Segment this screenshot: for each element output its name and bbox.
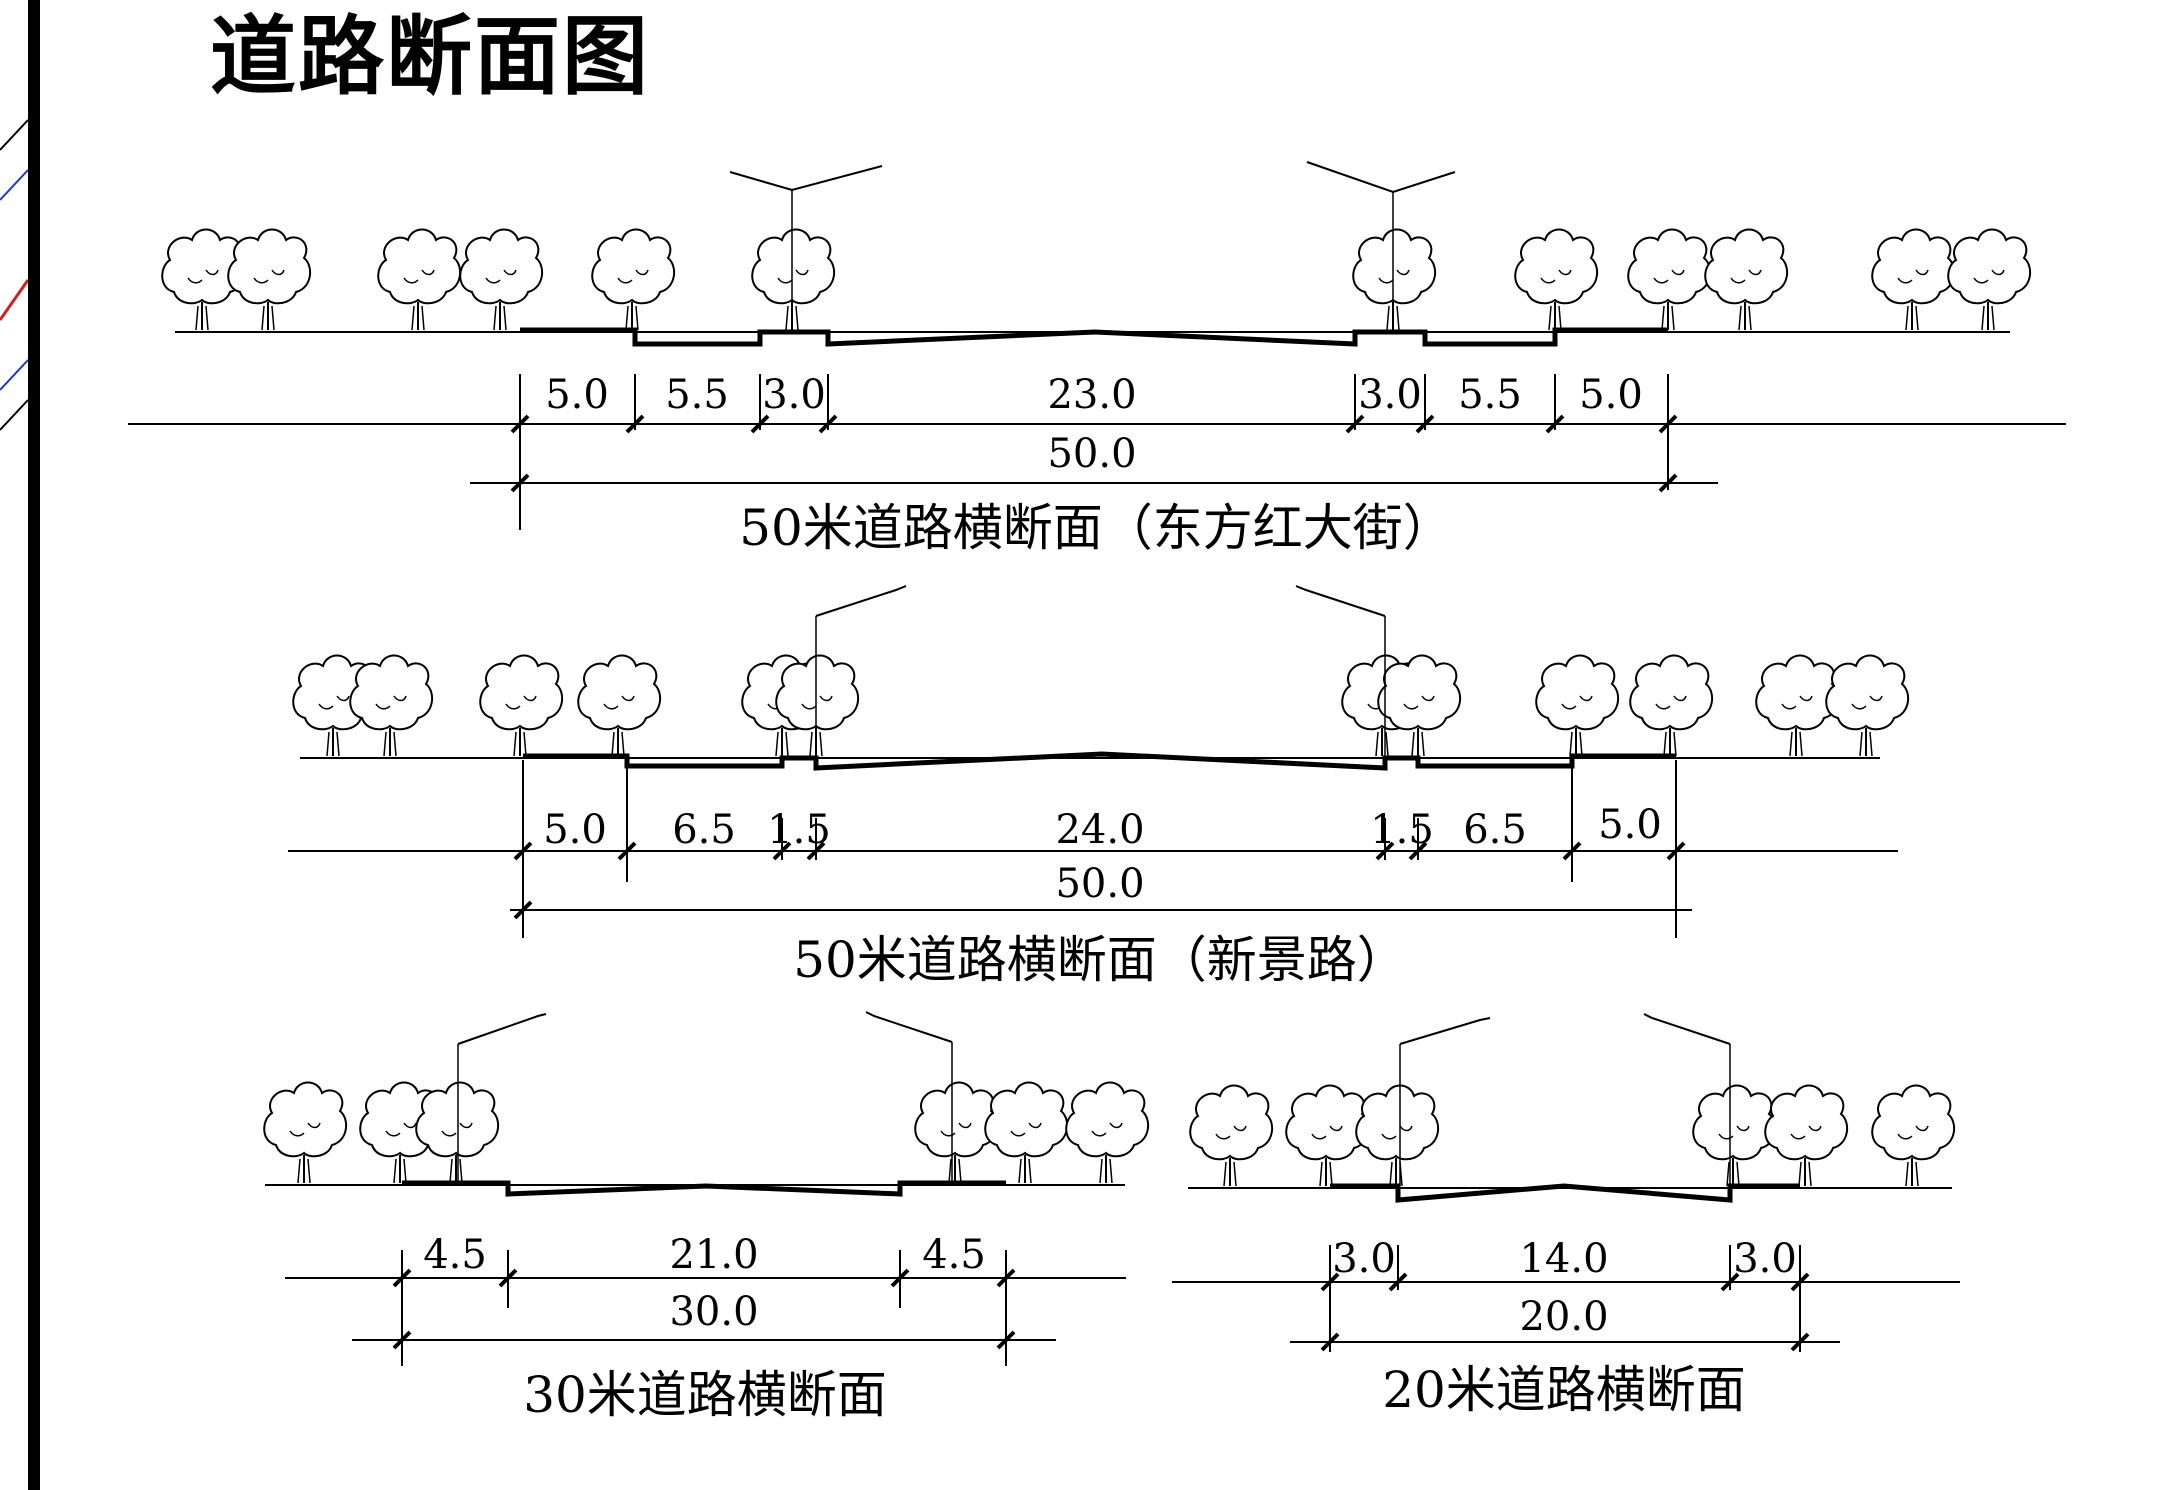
s2-seg-7: 5.0 bbox=[1598, 802, 1662, 848]
s4-seg-3: 3.0 bbox=[1733, 1236, 1797, 1282]
s2-seg-1: 5.0 bbox=[543, 807, 607, 853]
s1-total: 50.0 bbox=[1047, 431, 1136, 477]
page-title: 道路断面图 bbox=[210, 7, 650, 107]
s2-seg-4: 24.0 bbox=[1055, 807, 1144, 853]
s4-seg-1: 3.0 bbox=[1332, 1236, 1396, 1282]
s3-total: 30.0 bbox=[669, 1289, 758, 1335]
s2-seg-2: 6.5 bbox=[672, 807, 736, 853]
s1-seg-6: 5.5 bbox=[1458, 372, 1522, 418]
section-4: 3.0 14.0 3.0 20.0 20米道路横断面 bbox=[1172, 1013, 1960, 1419]
s3-caption: 30米道路横断面 bbox=[523, 1366, 887, 1424]
section-3: 4.5 21.0 4.5 30.0 30米道路横断面 bbox=[263, 1011, 1150, 1424]
s2-total: 50.0 bbox=[1055, 861, 1144, 907]
s1-seg-1: 5.0 bbox=[545, 372, 609, 418]
s3-seg-1: 4.5 bbox=[423, 1232, 487, 1278]
s1-seg-3: 3.0 bbox=[762, 372, 826, 418]
s1-seg-5: 3.0 bbox=[1358, 372, 1422, 418]
s1-seg-4: 23.0 bbox=[1047, 372, 1136, 418]
s2-seg-5: 1.5 bbox=[1370, 807, 1434, 853]
s2-seg-3: 1.5 bbox=[767, 807, 831, 853]
sheet-border bbox=[28, 0, 40, 1490]
s4-caption: 20米道路横断面 bbox=[1382, 1361, 1746, 1419]
s2-caption: 50米道路横断面（新景路） bbox=[793, 931, 1407, 989]
s4-total: 20.0 bbox=[1519, 1294, 1608, 1340]
section-1: 5.0 5.5 3.0 23.0 3.0 5.5 5.0 50.0 50米道路横… bbox=[128, 161, 2066, 557]
s3-seg-3: 4.5 bbox=[922, 1232, 986, 1278]
s2-seg-6: 6.5 bbox=[1463, 807, 1527, 853]
s1-seg-2: 5.5 bbox=[665, 372, 729, 418]
s1-seg-7: 5.0 bbox=[1579, 372, 1643, 418]
section-2: 5.0 6.5 1.5 24.0 1.5 6.5 5.0 50.0 50米道路横… bbox=[288, 585, 1910, 989]
s1-caption: 50米道路横断面（东方红大街） bbox=[739, 499, 1453, 557]
edge-artifact bbox=[0, 119, 30, 431]
s4-seg-2: 14.0 bbox=[1519, 1236, 1608, 1282]
s3-seg-2: 21.0 bbox=[669, 1232, 758, 1278]
